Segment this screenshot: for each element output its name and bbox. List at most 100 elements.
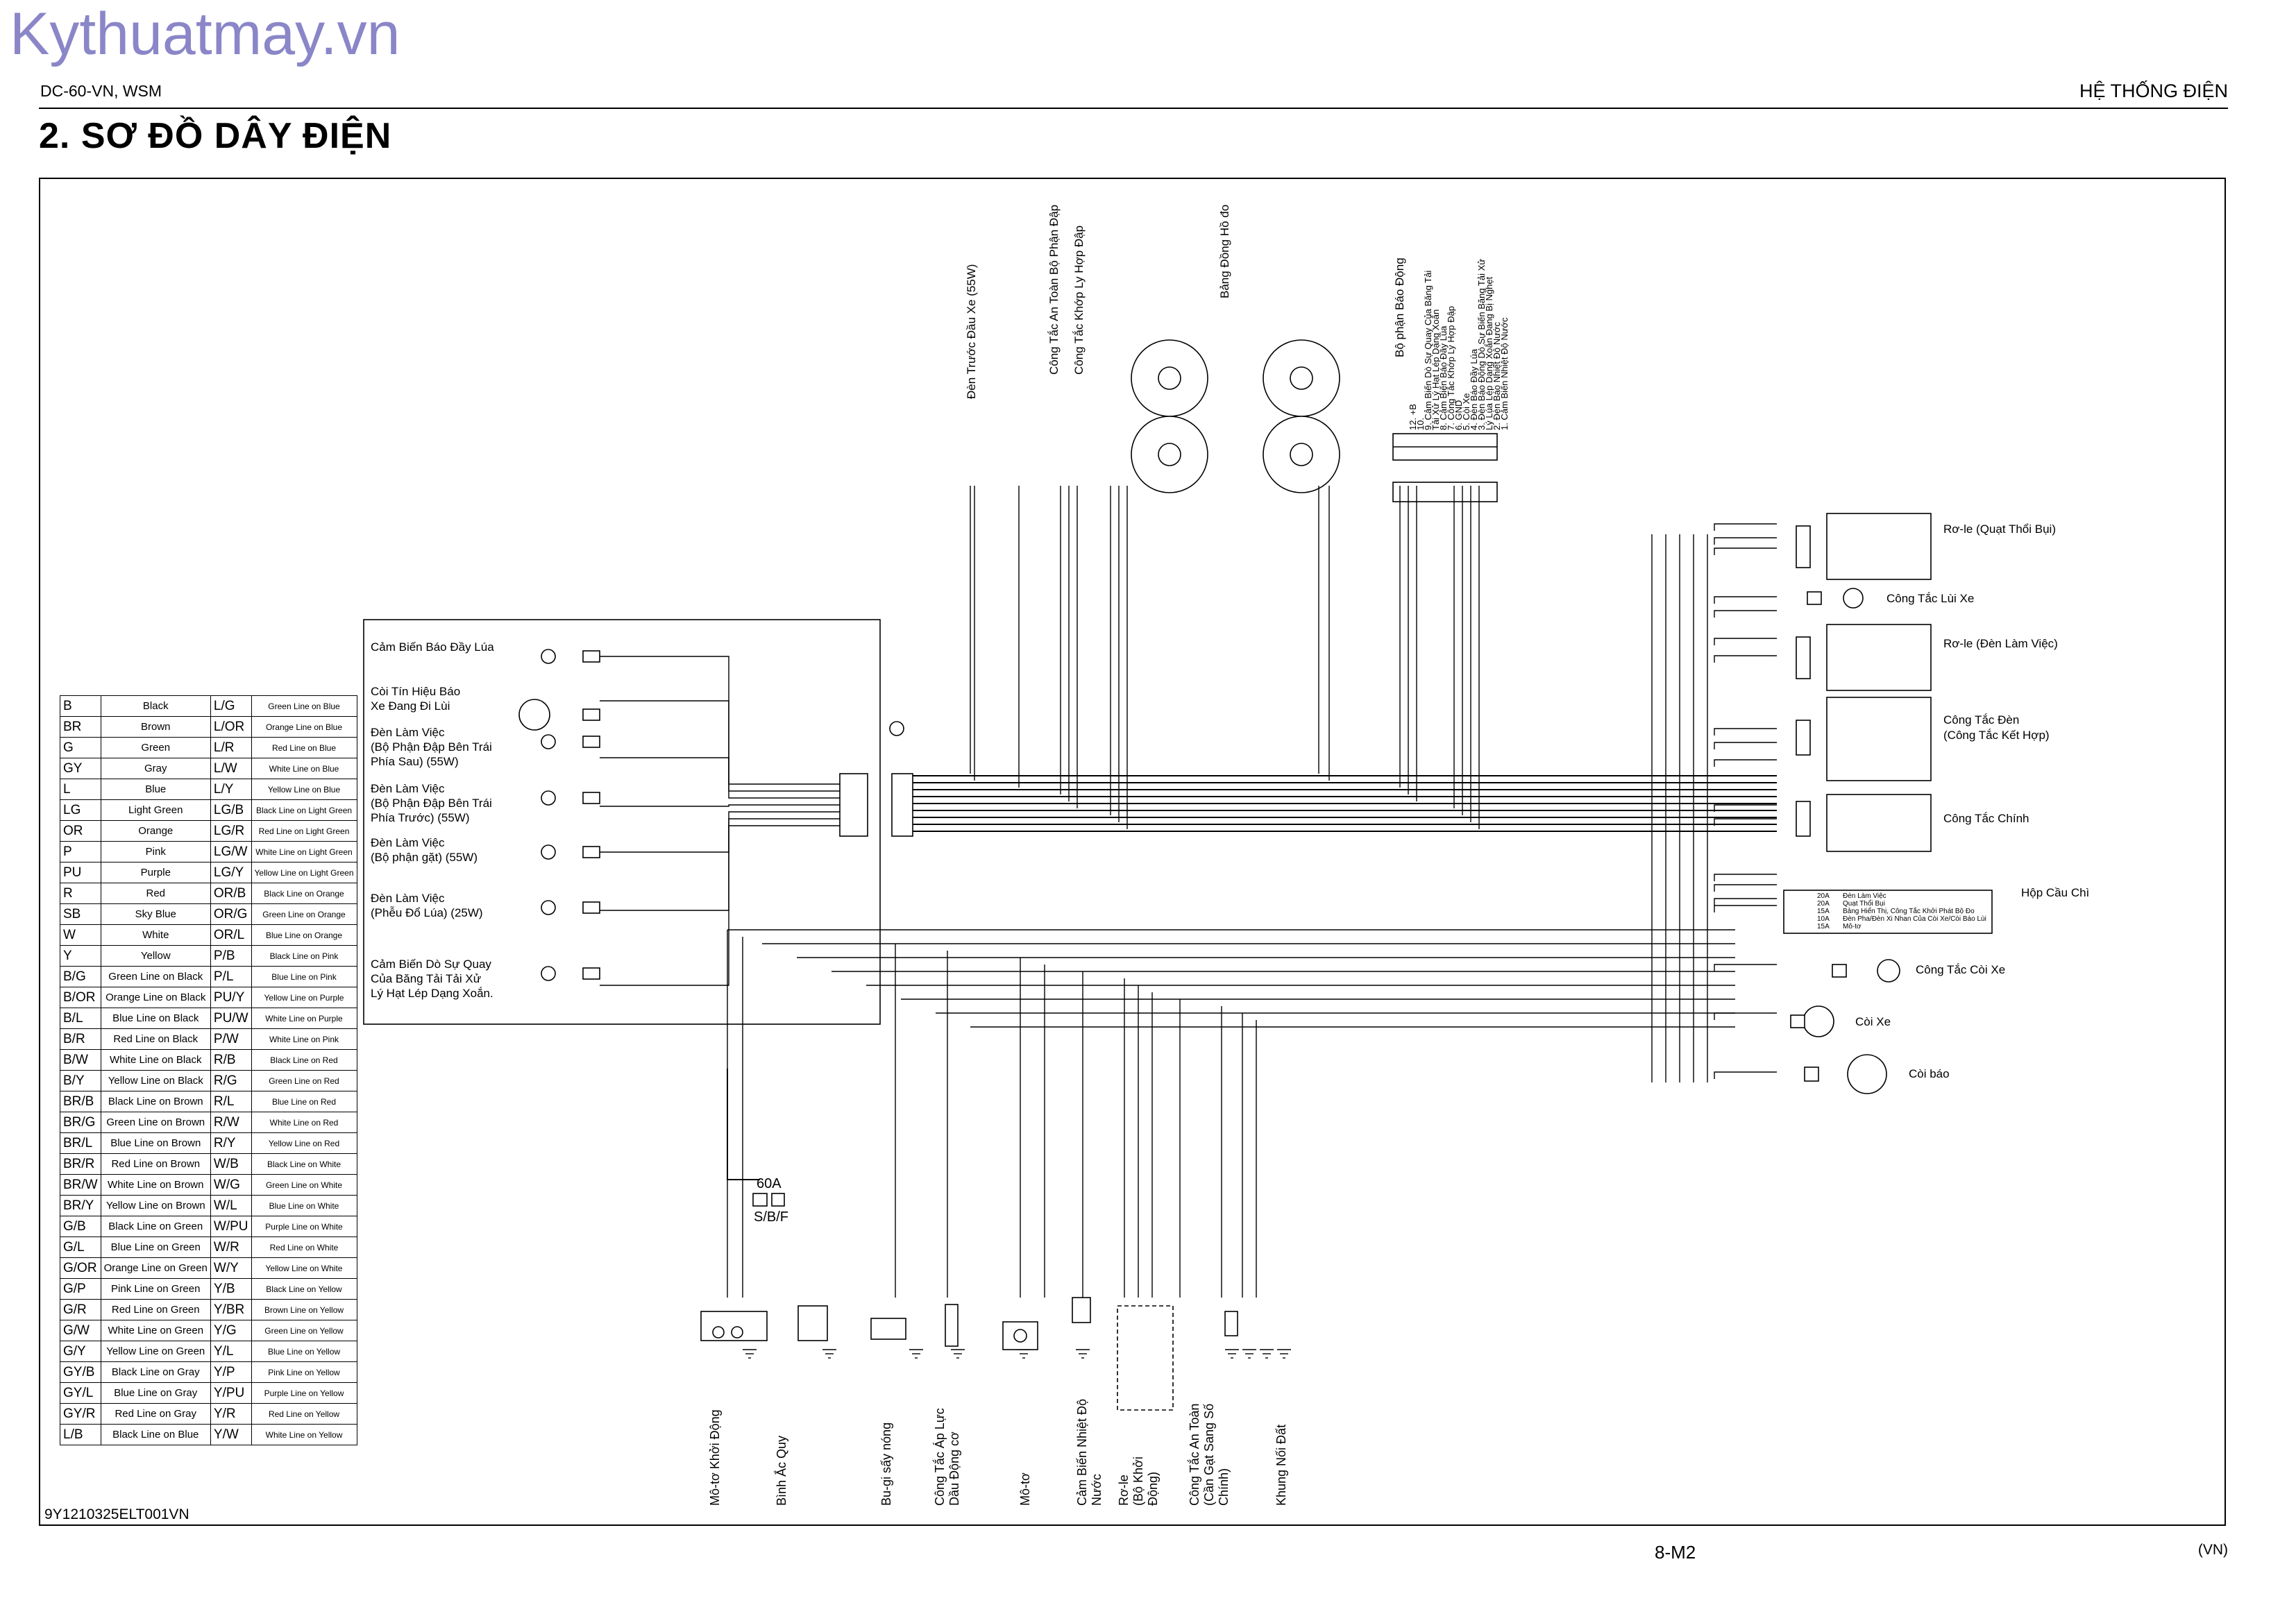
component-connector — [582, 736, 600, 748]
legend-desc2: Purple Line on Yellow — [251, 1382, 357, 1404]
wire — [1714, 818, 1777, 826]
fuse-rating-label: 20A — [1817, 892, 1830, 900]
legend-code: B/R — [60, 1028, 101, 1050]
alarm-pin-label: 9. Cảm Biến Dò Sự Quay Của Băng Tải — [1423, 271, 1433, 430]
legend-code: OR — [60, 820, 101, 842]
fuse-box-outline — [1783, 890, 1993, 934]
alarm-pin-label: 10. — [1415, 418, 1426, 430]
wire — [1714, 655, 1777, 663]
wire — [1714, 1012, 1777, 1020]
legend-desc2: Yellow Line on Blue — [251, 779, 357, 800]
legend-code: G/R — [60, 1299, 101, 1320]
wire — [727, 1069, 760, 1180]
legend-code2: L/W — [210, 758, 252, 779]
document-id: DC-60-VN, WSM — [40, 82, 162, 100]
legend-code2: Y/P — [210, 1361, 252, 1383]
component-connector — [582, 708, 600, 721]
legend-desc2: Red Line on Blue — [251, 737, 357, 758]
legend-code2: P/W — [210, 1028, 252, 1050]
legend-code: L/B — [60, 1424, 101, 1445]
legend-desc: Sky Blue — [100, 903, 211, 925]
horn-switch-symbol — [1832, 959, 1900, 983]
legend-code2: W/R — [210, 1237, 252, 1258]
alarm-pin-label: Lý Lúa Lép Dạng Xoắn Đang Bị Nghẹt — [1484, 276, 1494, 430]
legend-code: BR/R — [60, 1153, 101, 1175]
legend-desc: Red — [100, 883, 211, 904]
alarm-pin-label: 6. GND — [1453, 400, 1464, 430]
legend-code2: P/L — [210, 966, 252, 987]
legend-desc2: Black Line on Pink — [251, 945, 357, 967]
legend-code: G/P — [60, 1278, 101, 1300]
legend-desc: Black Line on Gray — [100, 1361, 211, 1383]
legend-code: B/G — [60, 966, 101, 987]
legend-desc2: Purple Line on White — [251, 1216, 357, 1237]
legend-desc2: Yellow Line on Light Green — [251, 862, 357, 883]
wire — [1714, 547, 1777, 555]
legend-code: BR — [60, 716, 101, 738]
legend-code: G/L — [60, 1237, 101, 1258]
legend-desc: Blue Line on Green — [100, 1237, 211, 1258]
fuse-circuit-label: Đèn Làm Việc — [1843, 892, 1886, 900]
legend-desc: Gray — [100, 758, 211, 779]
wire-harness — [600, 486, 1777, 1359]
legend-desc: Green Line on Brown — [100, 1112, 211, 1133]
fuse-circuit-label: Mô-tơ — [1843, 923, 1862, 931]
legend-desc2: White Line on Pink — [251, 1028, 357, 1050]
legend-desc: Light Green — [100, 799, 211, 821]
alarm-pin-labels: 12. +B10.9. Cảm Biến Dò Sự Quay Của Băng… — [1408, 259, 1510, 430]
alarm-pin-label: 4. Đèn Báo Đầy Lúa — [1469, 348, 1479, 430]
component-symbol — [541, 790, 556, 806]
legend-desc2: Yellow Line on White — [251, 1257, 357, 1279]
legend-desc: Black — [100, 695, 211, 717]
legend-desc2: Green Line on Yellow — [251, 1320, 357, 1341]
legend-desc2: Pink Line on Yellow — [251, 1361, 357, 1383]
header-rule — [39, 108, 2228, 109]
right-component-label: Rơ-le (Đèn Làm Việc) — [1943, 637, 2058, 650]
legend-code: R — [60, 883, 101, 904]
wire — [1714, 728, 1777, 736]
wire — [1714, 905, 1777, 912]
legend-desc2: Yellow Line on Purple — [251, 987, 357, 1008]
legend-desc: Yellow Line on Black — [100, 1070, 211, 1091]
right-component-label: Còi báo — [1909, 1067, 1950, 1080]
wire — [1714, 964, 1777, 971]
legend-desc: Blue Line on Black — [100, 1008, 211, 1029]
bottom-component-label: Mô-tơ — [1018, 1472, 1032, 1506]
wire — [1714, 898, 1777, 906]
legend-code2: Y/L — [210, 1341, 252, 1362]
legend-desc2: Orange Line on Blue — [251, 716, 357, 738]
legend-code: G/OR — [60, 1257, 101, 1279]
oil-pressure-switch-symbol — [945, 1304, 959, 1347]
bottom-component-label: Cảm Biến Nhiệt ĐộNước — [1075, 1399, 1104, 1506]
legend-code2: OR/B — [210, 883, 252, 904]
fuse-rating: 60A — [757, 1176, 782, 1191]
diagram-frame — [39, 178, 2226, 1526]
right-component-label: Rơ-le (Quạt Thổi Bụi) — [1943, 522, 2056, 536]
legend-desc: Red Line on Gray — [100, 1403, 211, 1425]
alarm-pin-label: 3. Đèn Báo Động Dò Sự Biến Băng Tải Xử — [1476, 259, 1487, 430]
legend-code2: PU/Y — [210, 987, 252, 1008]
right-relay-blower — [1796, 513, 1932, 580]
legend-code2: L/R — [210, 737, 252, 758]
component-symbol — [518, 699, 550, 731]
top-component-labels: Đèn Trước Đầu Xe (55W)Công Tắc An Toàn B… — [965, 205, 1406, 399]
legend-desc2: Blue Line on Orange — [251, 924, 357, 946]
component-symbol — [541, 844, 556, 860]
wire — [1714, 596, 1777, 604]
alarm-connector — [1392, 433, 1498, 502]
